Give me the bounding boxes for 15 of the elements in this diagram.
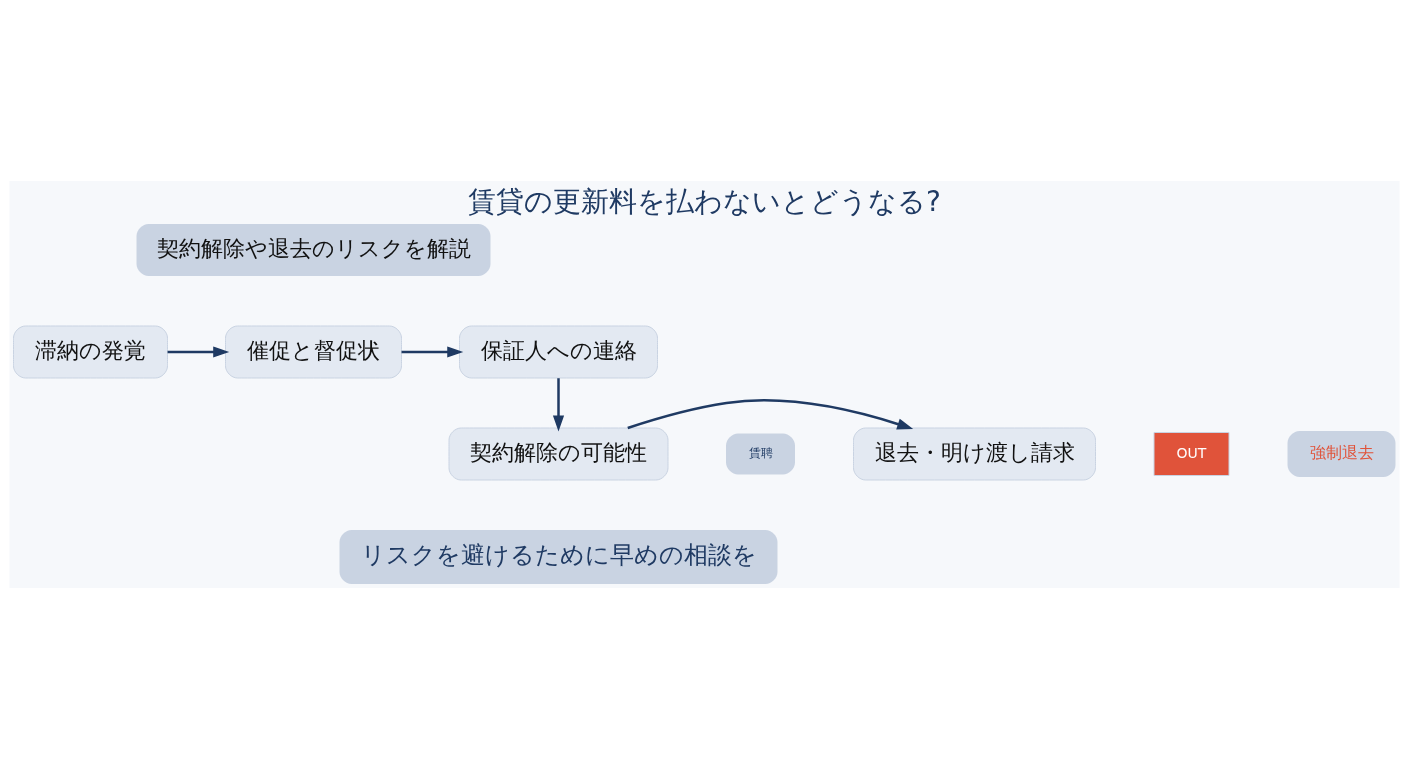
label: OUT <box>1176 444 1206 461</box>
arrow <box>401 345 463 358</box>
node-box: 滞納の発覚 <box>12 325 168 378</box>
label: 賃聘 <box>748 445 772 460</box>
arrow <box>626 398 913 429</box>
arrow <box>552 377 564 432</box>
node-box: 催促と督促状 <box>224 325 402 378</box>
arrow <box>167 345 229 358</box>
diagram-title: 賃貸の更新料を払わないとどうなる? <box>467 184 941 218</box>
label: 強制退去 <box>1309 442 1373 462</box>
node-box: 保証人への連絡 <box>458 325 658 378</box>
label: 契約解除や退去のリスクを解説 <box>156 235 470 261</box>
node-box: 契約解除の可能性 <box>448 427 668 480</box>
caption: リスクを避けるために早めの相談を <box>360 540 756 569</box>
node-box: 退去・明け渡し請求 <box>852 427 1096 480</box>
